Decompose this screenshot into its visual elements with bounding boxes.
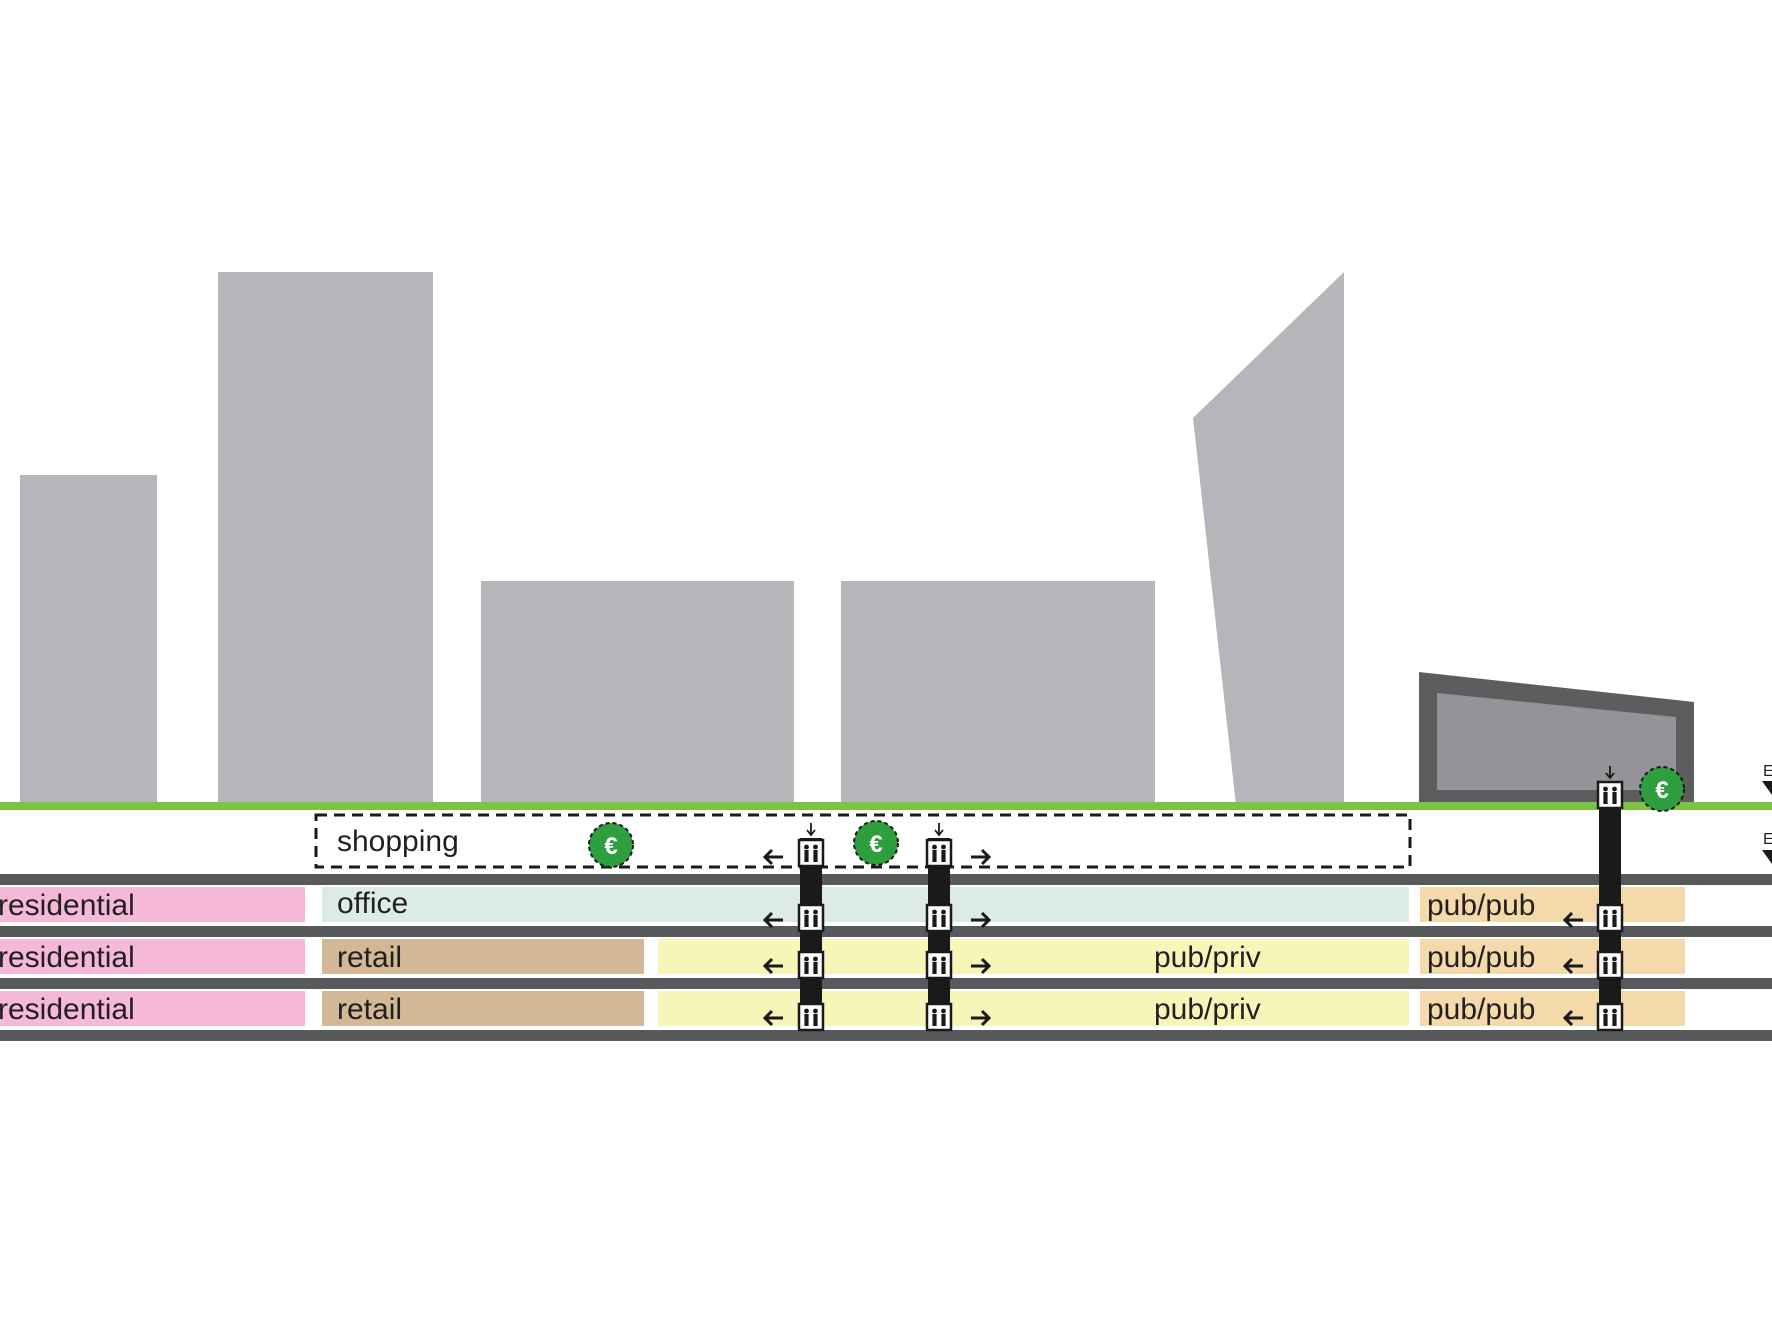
- euro-badge-circle: [853, 820, 899, 866]
- building-4: [841, 581, 1155, 805]
- office-label: office: [337, 887, 408, 920]
- ground-line: [0, 802, 1772, 810]
- circulation-core-1: [763, 822, 825, 1032]
- down-arrow-icon: [806, 822, 816, 836]
- elevator-icon: [797, 903, 825, 933]
- edge-marker-2: E: [1762, 831, 1772, 864]
- floor-band-3: [0, 991, 1685, 1026]
- buildings: [20, 272, 1694, 808]
- elevator-icon: [797, 838, 825, 868]
- residential-label: residential: [0, 889, 135, 922]
- pub-pub-label: pub/pub: [1427, 941, 1535, 974]
- edge-marker-label: E: [1763, 763, 1772, 780]
- slab: [0, 874, 1772, 885]
- shopping-label: shopping: [337, 825, 459, 858]
- arrow-left-icon: [763, 848, 785, 866]
- retail-zone: [322, 939, 644, 974]
- shopping-zone: [314, 813, 1412, 869]
- core-shaft: [800, 838, 822, 1028]
- euro-badge-circle: [588, 822, 634, 868]
- pavilion-glass: [1437, 693, 1676, 790]
- edge-marker-label: E: [1763, 831, 1772, 848]
- arrow-right-icon: [969, 848, 991, 866]
- pub-pub-zone: [1420, 939, 1685, 974]
- euro-icon: €: [869, 831, 882, 858]
- floor-slabs: [0, 874, 1772, 1041]
- euro-badge-3: €: [1639, 766, 1685, 812]
- circulation-core-3: [1563, 765, 1624, 1032]
- pub-pub-label: pub/pub: [1427, 889, 1535, 922]
- residential-label: residential: [0, 941, 135, 974]
- floor-band-2: [0, 939, 1685, 974]
- euro-badge-circle: [1639, 766, 1685, 812]
- edge-marker-1: E: [1762, 763, 1772, 795]
- pub-priv-label: pub/priv: [1154, 941, 1261, 974]
- retail-label: retail: [337, 941, 402, 974]
- residential-zone: [0, 991, 305, 1026]
- elevator-icon: [1596, 903, 1624, 933]
- circulation-core-2: [925, 822, 991, 1032]
- pub-pub-label: pub/pub: [1427, 993, 1535, 1026]
- residential-zone: [0, 939, 305, 974]
- level-marker-icon: [1762, 781, 1772, 795]
- building-1: [20, 475, 157, 805]
- pub-pub-zone: [1420, 887, 1685, 922]
- pub-priv-zone: [658, 939, 1409, 974]
- building-3: [481, 581, 794, 805]
- slab: [0, 978, 1772, 989]
- elevator-icon: [797, 950, 825, 980]
- building-5-wedge: [1193, 272, 1344, 805]
- pub-priv-label: pub/priv: [1154, 993, 1261, 1026]
- elevator-icon: [925, 903, 953, 933]
- pub-pub-zone: [1420, 991, 1685, 1026]
- euro-badge-2: €: [853, 820, 899, 866]
- core-shaft: [928, 838, 950, 1028]
- elevator-icon: [1596, 950, 1624, 980]
- euro-icon: €: [604, 833, 617, 860]
- pub-priv-zone: [658, 991, 1409, 1026]
- elevator-icon: [797, 1002, 825, 1032]
- slab: [0, 1030, 1772, 1041]
- elevator-icon: [1596, 1002, 1624, 1032]
- residential-label: residential: [0, 993, 135, 1026]
- retail-label: retail: [337, 993, 402, 1026]
- level-marker-icon: [1762, 850, 1772, 864]
- elevator-icon: [925, 838, 953, 868]
- slab: [0, 926, 1772, 937]
- elevator-icon: [1596, 780, 1624, 810]
- office-zone: [322, 887, 1409, 922]
- retail-zone: [322, 991, 644, 1026]
- floor-band-1: [0, 887, 1685, 922]
- down-arrow-icon: [934, 822, 944, 836]
- euro-icon: €: [1655, 777, 1668, 804]
- elevator-icon: [925, 1002, 953, 1032]
- elevator-icon: [925, 950, 953, 980]
- euro-badge-1: €: [588, 822, 634, 868]
- residential-zone: [0, 887, 305, 922]
- building-2-tower: [218, 272, 433, 805]
